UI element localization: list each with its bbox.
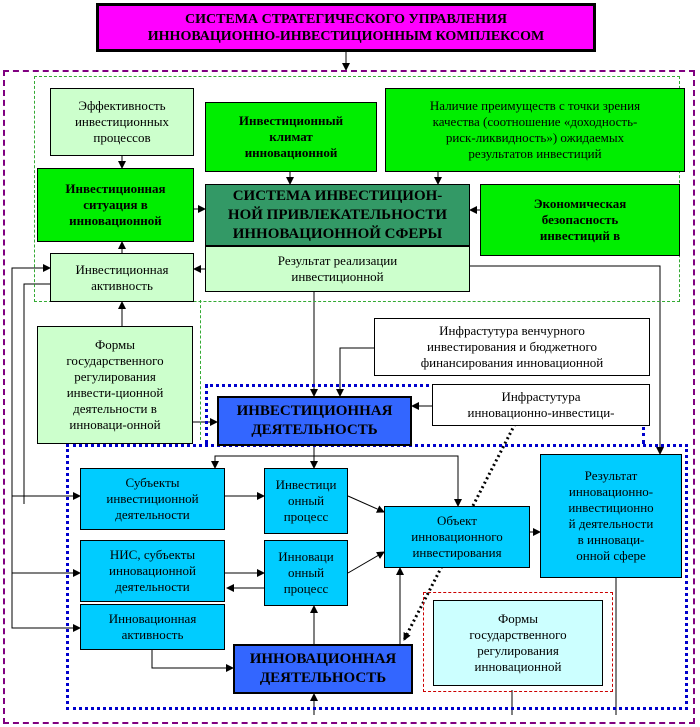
investment-activity-main-text: ИНВЕСТИЦИОННАЯ ДЕЯТЕЛЬНОСТЬ bbox=[236, 403, 393, 438]
innovation-process-box: Инноваци онный процесс bbox=[264, 540, 348, 606]
infrastructure-ii-box: Инфрастутура инновационно-инвестици- bbox=[432, 384, 650, 426]
innovation-activeness-text: Инновационная активность bbox=[108, 611, 197, 642]
innovation-activity-main-box: ИННОВАЦИОННАЯ ДЕЯТЕЛЬНОСТЬ bbox=[233, 644, 413, 694]
investment-situation-text: Инвестиционная ситуация в инновационной bbox=[65, 181, 166, 228]
investment-process-text: Инвестици онный процесс bbox=[275, 477, 337, 524]
effectiveness-text: Эффективность инвестиционных процессов bbox=[74, 98, 170, 145]
state-regulation-investment-text: Формы государственного регулирования инв… bbox=[66, 337, 164, 432]
attractiveness-system-text: СИСТЕМА ИНВЕСТИЦИОН- НОЙ ПРИВЛЕКАТЕЛЬНОС… bbox=[227, 187, 448, 242]
advantages-text: Наличие преимуществ с точки зрения качес… bbox=[429, 98, 641, 161]
system-title-text: СИСТЕМА СТРАТЕГИЧЕСКОГО УПРАВЛЕНИЯ ИННОВ… bbox=[147, 11, 545, 44]
investment-process-box: Инвестици онный процесс bbox=[264, 468, 348, 534]
nis-subjects-text: НИС, субъекты инновационной деятельности bbox=[109, 547, 196, 594]
state-regulation-innovation-box: Формы государственного регулирования инн… bbox=[433, 600, 603, 686]
state-regulation-investment-box: Формы государственного регулирования инв… bbox=[37, 326, 193, 444]
investment-climate-text: Инвестиционный климат инновационной bbox=[238, 113, 344, 160]
investment-object-box: Объект инновационного инвестирования bbox=[384, 506, 530, 568]
economic-security-text: Экономическая безопасность инвестиций в bbox=[533, 196, 627, 243]
investment-climate-box: Инвестиционный климат инновационной bbox=[205, 102, 377, 172]
innovation-process-text: Инноваци онный процесс bbox=[278, 549, 334, 596]
infrastructure-ii-text: Инфрастутура инновационно-инвестици- bbox=[467, 389, 615, 420]
system-title: СИСТЕМА СТРАТЕГИЧЕСКОГО УПРАВЛЕНИЯ ИННОВ… bbox=[96, 3, 596, 52]
attractiveness-result-text: Результат реализации инвестиционной bbox=[277, 253, 398, 284]
investment-object-text: Объект инновационного инвестирования bbox=[411, 513, 503, 560]
ii-activity-result-text: Результат инновационно- инвестиционно й … bbox=[568, 468, 654, 563]
investment-activity-box: Инвестиционная активность bbox=[50, 253, 194, 302]
attractiveness-system-box: СИСТЕМА ИНВЕСТИЦИОН- НОЙ ПРИВЛЕКАТЕЛЬНОС… bbox=[205, 184, 470, 246]
investment-activity-main-box: ИНВЕСТИЦИОННАЯ ДЕЯТЕЛЬНОСТЬ bbox=[217, 396, 412, 446]
investment-subjects-text: Субъекты инвестиционной деятельности bbox=[106, 475, 199, 522]
investment-activity-text: Инвестиционная активность bbox=[75, 261, 169, 293]
state-regulation-innovation-text: Формы государственного регулирования инн… bbox=[469, 611, 567, 674]
attractiveness-result-box: Результат реализации инвестиционной bbox=[205, 246, 470, 292]
innovation-activeness-box: Инновационная активность bbox=[80, 604, 225, 650]
venture-infrastructure-text: Инфрастутура венчурного инвестирования и… bbox=[420, 323, 604, 370]
nis-subjects-box: НИС, субъекты инновационной деятельности bbox=[80, 540, 225, 602]
innovation-activity-main-text: ИННОВАЦИОННАЯ ДЕЯТЕЛЬНОСТЬ bbox=[249, 651, 397, 686]
advantages-box: Наличие преимуществ с точки зрения качес… bbox=[385, 88, 685, 172]
investment-situation-box: Инвестиционная ситуация в инновационной bbox=[37, 168, 194, 242]
economic-security-box: Экономическая безопасность инвестиций в bbox=[480, 184, 680, 256]
venture-infrastructure-box: Инфрастутура венчурного инвестирования и… bbox=[374, 318, 650, 376]
investment-subjects-box: Субъекты инвестиционной деятельности bbox=[80, 468, 225, 530]
effectiveness-box: Эффективность инвестиционных процессов bbox=[50, 88, 194, 156]
ii-activity-result-box: Результат инновационно- инвестиционно й … bbox=[540, 454, 682, 578]
